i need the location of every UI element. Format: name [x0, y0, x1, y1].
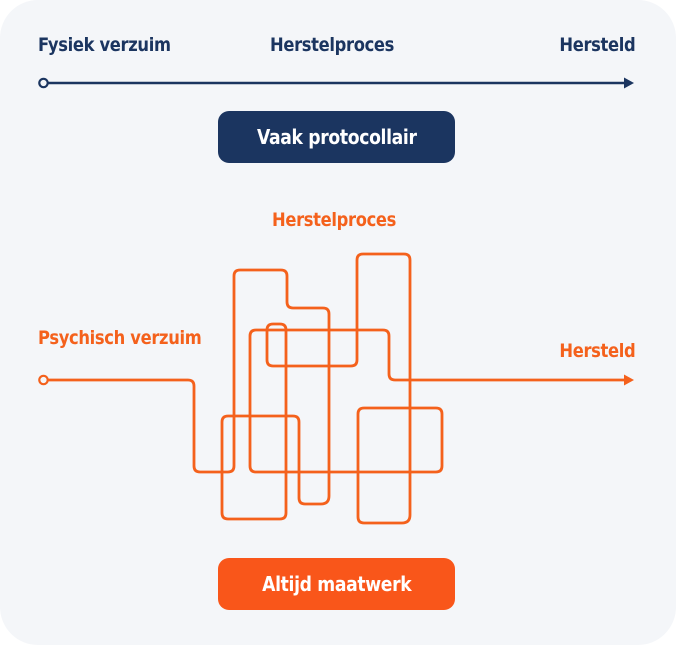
straight-path	[38, 77, 634, 89]
start-dot	[38, 77, 49, 89]
hersteld-top-label: Hersteld	[559, 34, 635, 56]
hersteld-bottom-label: Hersteld	[559, 340, 635, 362]
maatwerk-badge: Altijd maatwerk	[218, 558, 455, 610]
protocol-badge: Vaak protocollair	[218, 111, 455, 163]
tangled-path	[38, 252, 634, 525]
herstelproces-top-label: Herstelproces	[270, 34, 395, 56]
winding-line	[46, 252, 626, 525]
protocol-badge-label: Vaak protocollair	[256, 125, 417, 149]
fysiek-verzuim-label: Fysiek verzuim	[38, 34, 171, 56]
maatwerk-badge-label: Altijd maatwerk	[261, 572, 412, 596]
arrow-head-icon	[624, 77, 634, 89]
herstelproces-bottom-label: Herstelproces	[272, 209, 397, 231]
start-dot	[38, 374, 49, 386]
psychisch-verzuim-label: Psychisch verzuim	[38, 327, 202, 349]
arrow-head-icon	[624, 374, 634, 386]
